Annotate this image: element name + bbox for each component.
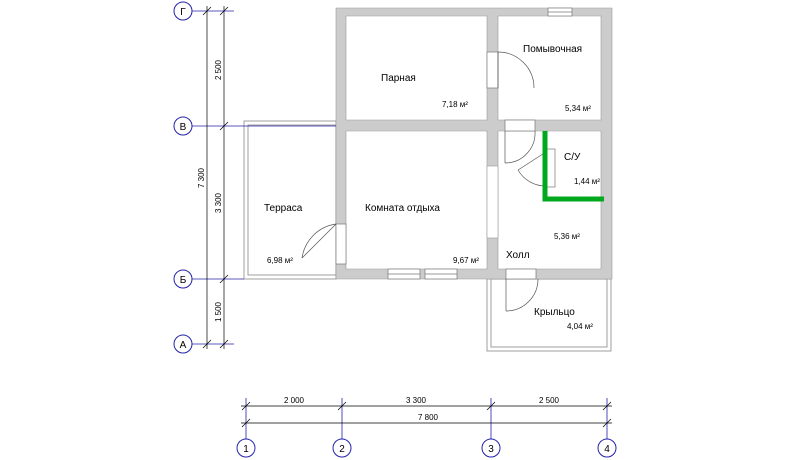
room-pomyvochnaya-name: Помывочная — [523, 44, 582, 55]
room-parnaya-name: Парная — [381, 73, 416, 84]
wall-openings — [335, 7, 573, 280]
room-su-area: 1,44 м² — [574, 177, 600, 186]
svg-text:1: 1 — [243, 444, 249, 455]
waterproof-layer — [542, 131, 604, 202]
room-komnata-area: 9,67 м² — [453, 256, 479, 265]
axis-bubble-3: 3 — [481, 438, 501, 458]
room-parnaya-area: 7,18 м² — [442, 100, 468, 109]
partition-gap — [486, 165, 499, 239]
dim-seg-23: 3 300 — [406, 396, 427, 405]
room-su-name: С/У — [564, 152, 581, 163]
room-terrasa-area: 6,98 м² — [267, 256, 293, 265]
dim-seg-vb: 3 300 — [214, 192, 223, 213]
axis-lines — [192, 10, 608, 440]
dim-seg-ba: 1 500 — [214, 301, 223, 322]
axis-bubble-2: 2 — [332, 438, 352, 458]
horizontal-dimensions — [241, 401, 612, 428]
vertical-dimensions — [202, 6, 229, 349]
dim-horizontal-total: 7 800 — [418, 413, 439, 422]
room-holl-area: 5,36 м² — [554, 232, 580, 241]
svg-text:2: 2 — [339, 444, 345, 455]
room-krylco-name: Крыльцо — [534, 307, 575, 318]
axis-bubble-a: А — [173, 334, 193, 354]
door-swings — [301, 51, 547, 312]
dim-vertical-total: 7 300 — [197, 167, 206, 188]
svg-text:Б: Б — [180, 275, 187, 286]
building-walls — [335, 7, 613, 280]
dim-seg-34: 2 500 — [539, 396, 560, 405]
axis-bubble-v: В — [173, 116, 193, 136]
axis-bubble-g: Г — [173, 1, 193, 21]
room-terrasa-name: Терраса — [264, 203, 303, 214]
axis-bubble-1: 1 — [236, 438, 256, 458]
dim-seg-gv: 2 500 — [214, 59, 223, 80]
svg-text:В: В — [180, 122, 187, 133]
room-pomyvochnaya-area: 5,34 м² — [565, 104, 591, 113]
room-krylco-area: 4,04 м² — [567, 322, 593, 331]
axis-bubble-b: Б — [173, 269, 193, 289]
dim-seg-12: 2 000 — [284, 396, 305, 405]
svg-text:Г: Г — [180, 7, 186, 18]
svg-text:3: 3 — [488, 444, 494, 455]
axis-bubble-4: 4 — [597, 438, 617, 458]
room-komnata-name: Комната отдыха — [365, 203, 440, 214]
svg-text:4: 4 — [604, 444, 610, 455]
svg-text:А: А — [180, 340, 187, 351]
room-holl-name: Холл — [506, 250, 530, 261]
